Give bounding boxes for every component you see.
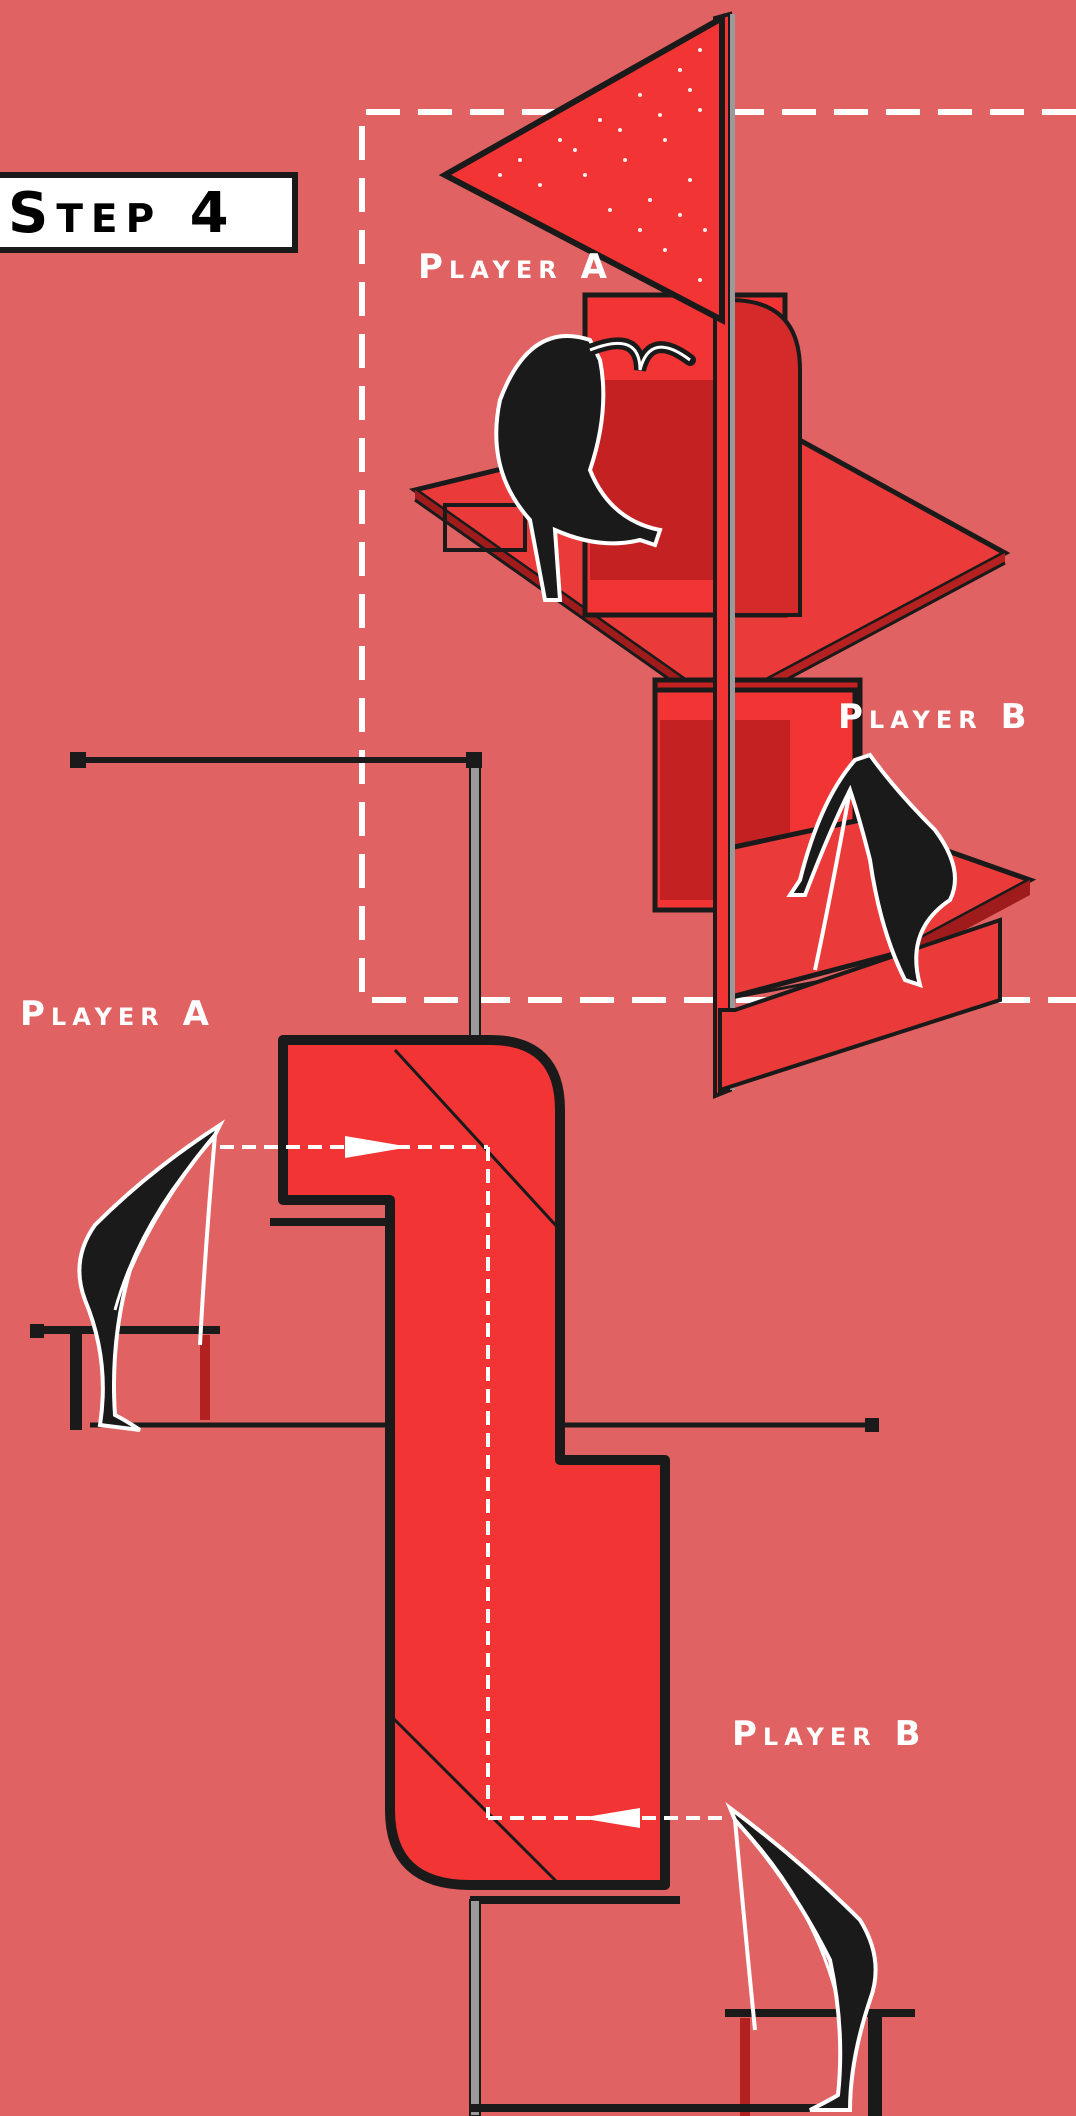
- player-b-label-bottom: Player B: [732, 1714, 927, 1754]
- step-badge: Step 4: [0, 175, 295, 250]
- player-a-label-top: Player A: [418, 247, 613, 287]
- player-b-label-top: Player B: [838, 697, 1033, 737]
- step-label: Step 4: [8, 181, 237, 246]
- player-a-label-bottom: Player A: [20, 994, 215, 1034]
